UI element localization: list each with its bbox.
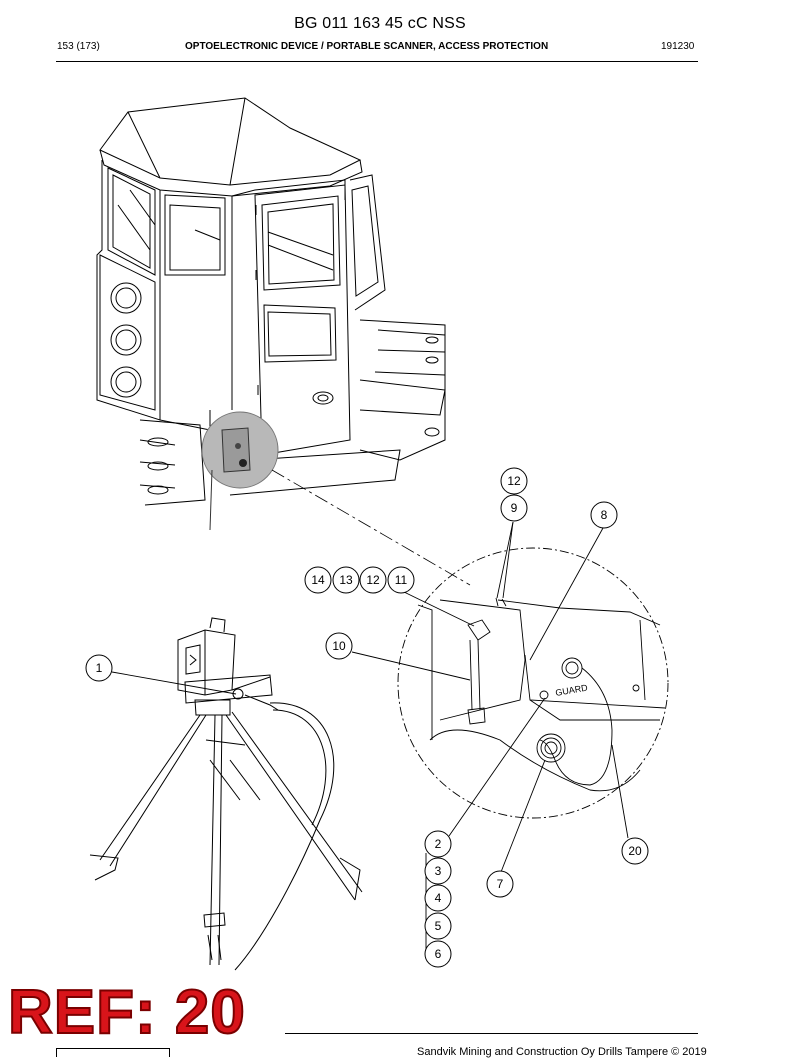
- document-code: BG 011 163 45 cC NSS: [294, 15, 466, 32]
- callout-2: 2: [424, 830, 452, 858]
- callout-20: 20: [621, 837, 649, 865]
- callout-5: 5: [424, 912, 452, 940]
- revision-date: 191230: [661, 41, 695, 52]
- callout-8: 8: [590, 501, 618, 529]
- page-number: 153 (173): [57, 41, 100, 52]
- callout-3: 3: [424, 857, 452, 885]
- detail-highlight: [201, 411, 279, 531]
- callout-6: 6: [424, 940, 452, 968]
- svg-text:8: 8: [601, 508, 608, 522]
- callout-7: 7: [486, 870, 514, 898]
- leader-lines: [111, 521, 629, 950]
- header-rule: [56, 61, 698, 62]
- callout-13: 13: [332, 566, 360, 594]
- callout-12-top: 12: [500, 467, 528, 495]
- svg-text:20: 20: [628, 844, 642, 858]
- callout-9: 9: [500, 494, 528, 522]
- svg-text:12: 12: [366, 573, 380, 587]
- svg-text:12: 12: [507, 474, 521, 488]
- svg-text:7: 7: [497, 877, 504, 891]
- callout-14: 14: [304, 566, 332, 594]
- svg-text:5: 5: [435, 919, 442, 933]
- cabin-door: [254, 184, 351, 456]
- callout-1: 1: [85, 654, 113, 682]
- tripod: [89, 699, 363, 966]
- page-title: OPTOELECTRONIC DEVICE / PORTABLE SCANNER…: [185, 41, 549, 52]
- cabin-body: [96, 160, 346, 431]
- callout-4: 4: [424, 884, 452, 912]
- callout-11: 11: [387, 566, 415, 594]
- footer-rule: [285, 1033, 698, 1034]
- svg-text:3: 3: [435, 864, 442, 878]
- svg-text:10: 10: [332, 639, 346, 653]
- rear-window: [349, 174, 386, 311]
- callout-group: 12 9 8 14 13 12 11 10 1 2 3 4 5 6 7 20: [85, 467, 649, 968]
- svg-text:1: 1: [96, 661, 103, 675]
- svg-text:4: 4: [435, 891, 442, 905]
- svg-text:11: 11: [395, 573, 408, 587]
- svg-text:6: 6: [435, 947, 442, 961]
- svg-text:14: 14: [311, 573, 325, 587]
- copyright-text: Sandvik Mining and Construction Oy Drill…: [417, 1046, 707, 1058]
- chassis-frame: [139, 319, 446, 506]
- guard-label: GUARD: [555, 682, 589, 698]
- detail-view: [397, 547, 669, 819]
- callout-10: 10: [325, 632, 353, 660]
- svg-text:9: 9: [511, 501, 518, 515]
- svg-text:2: 2: [435, 837, 442, 851]
- svg-text:13: 13: [339, 573, 353, 587]
- callout-12: 12: [359, 566, 387, 594]
- portable-scanner: [177, 617, 335, 971]
- cabin-roof: [99, 97, 363, 197]
- ref-stamp: REF: 20: [7, 978, 246, 1047]
